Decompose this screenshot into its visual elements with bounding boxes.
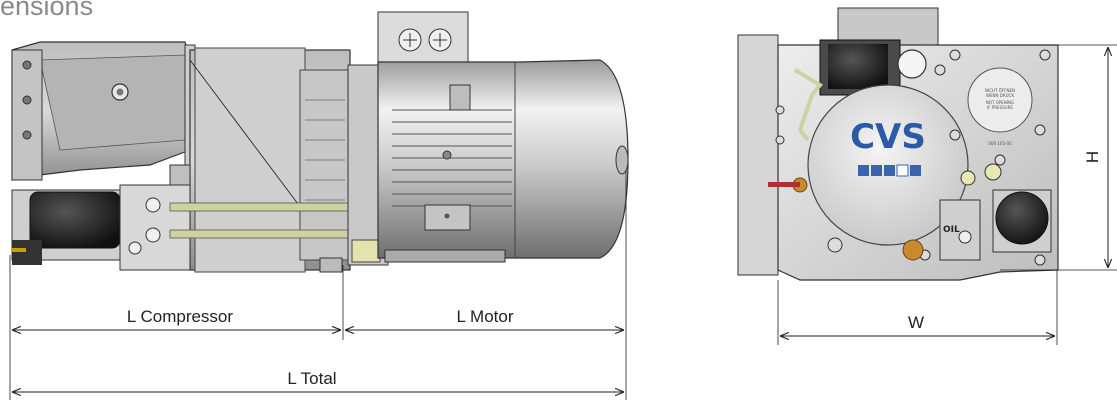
height-label: H <box>1083 151 1102 163</box>
part-number: 000 105-00 <box>988 141 1012 146</box>
l-motor-label: L Motor <box>456 307 513 326</box>
filter-cartridge <box>11 189 123 265</box>
oil-label: OIL <box>943 225 960 235</box>
compressor-head <box>11 41 196 181</box>
l-total-label: L Total <box>287 369 336 388</box>
width-label: W <box>908 313 924 332</box>
cvs-logo: CVS <box>850 117 926 157</box>
logo-squares <box>858 164 921 177</box>
end-dimensions: W H <box>777 44 1117 345</box>
warning-de-1: NICHT ÖFFNEN <box>985 88 1015 93</box>
side-dimensions: L Compressor L Motor L Total <box>9 170 627 400</box>
valve-block <box>119 164 191 271</box>
motor <box>377 11 629 263</box>
end-view: CVS NICHT ÖFFNEN WENN DRUCK NOT OPENING … <box>737 7 1059 281</box>
side-view <box>11 11 629 273</box>
l-compressor-label: L Compressor <box>127 307 233 326</box>
warning-en-1: NOT OPENING <box>986 100 1014 105</box>
page-title: ensions <box>0 0 94 21</box>
warning-en-2: IF PRESSURE <box>987 105 1013 110</box>
warning-de-2: WENN DRUCK <box>986 93 1014 98</box>
